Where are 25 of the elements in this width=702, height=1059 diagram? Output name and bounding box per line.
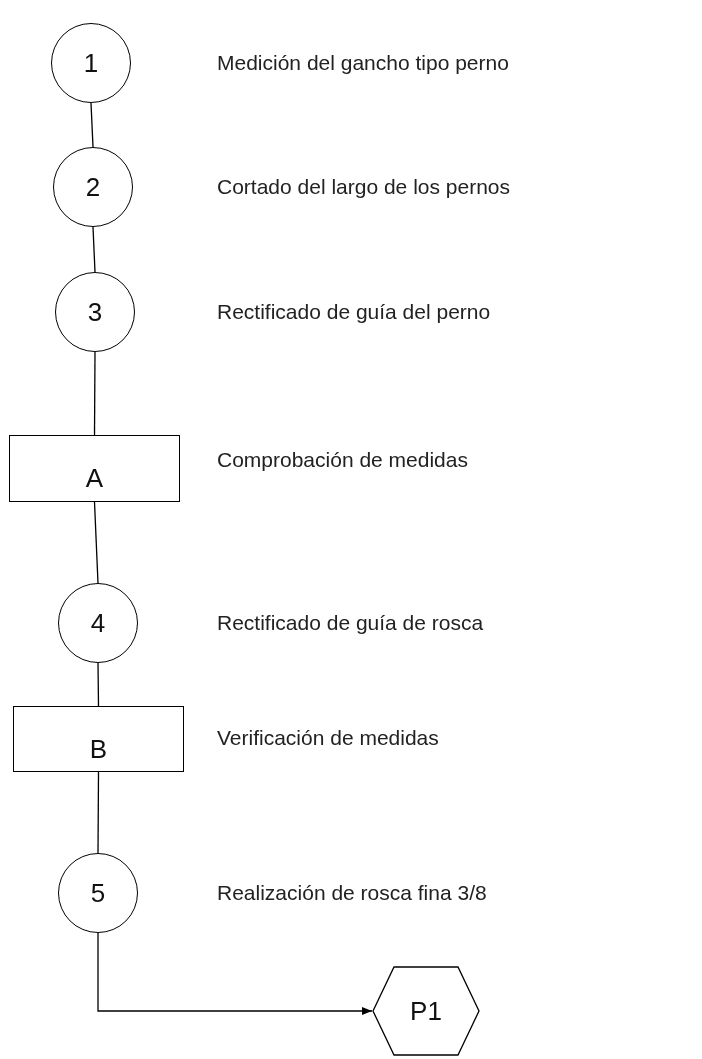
step-description: Medición del gancho tipo perno [217,51,509,75]
connector-line [90,102,94,148]
connector-line [93,351,96,436]
step-description: Verificación de medidas [217,726,439,750]
connector-line [97,771,100,854]
connector-line [93,501,99,584]
node-label: 5 [90,877,106,909]
node-label: A [85,463,104,494]
inspection-box [13,706,184,772]
node-label: 3 [87,296,103,328]
step-description: Rectificado de guía del perno [217,300,491,324]
connector-line [97,662,100,707]
node-label: 4 [90,607,106,639]
node-label: 2 [85,171,101,203]
connector-line [92,226,96,273]
step-description: Rectificado de guía de rosca [217,611,484,635]
step-description: Comprobación de medidas [217,448,468,472]
inspection-box [9,435,180,502]
node-label: 1 [83,47,99,79]
step-description: Cortado del largo de los pernos [217,175,510,199]
hexagon-shape [372,966,480,1056]
node-label: P1 [410,995,442,1027]
node-label: B [89,733,108,765]
step-description: Realización de rosca fina 3/8 [217,881,487,905]
arrow [97,932,373,1015]
